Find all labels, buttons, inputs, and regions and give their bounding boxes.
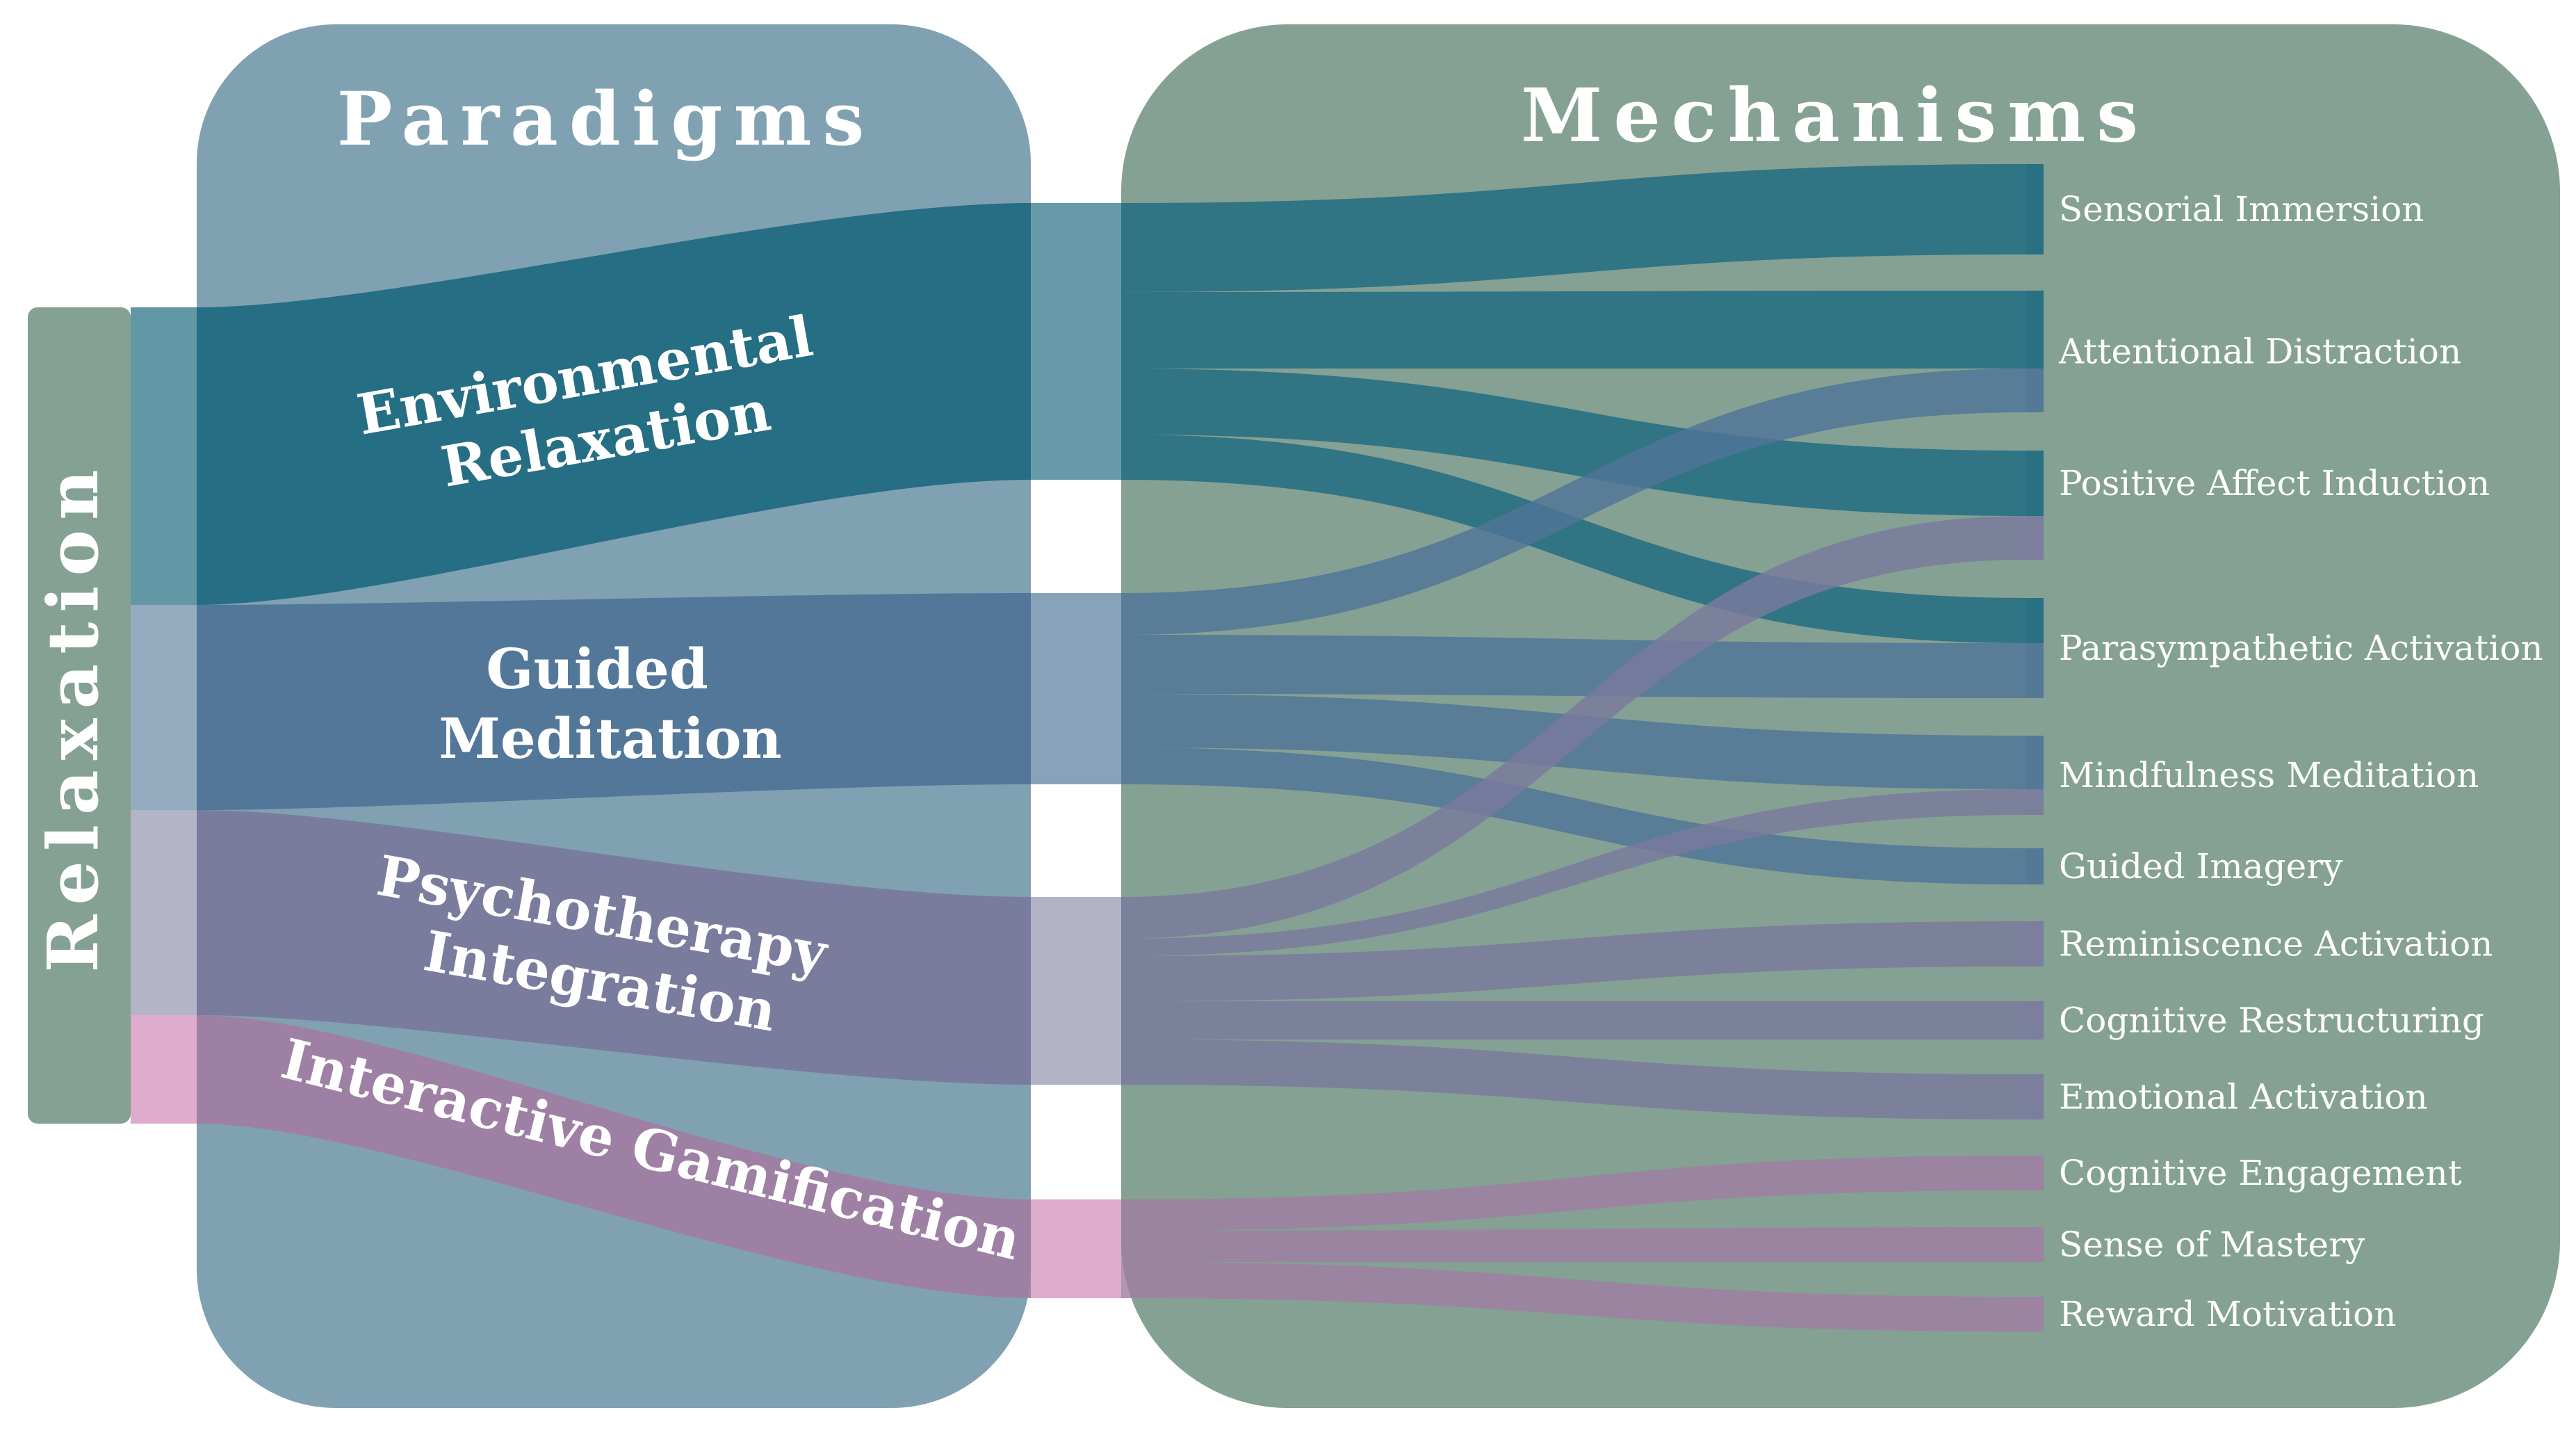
flow-psych-to-emotional bbox=[1121, 1039, 2026, 1119]
mechanism-node-restruct-psych bbox=[2026, 1001, 2044, 1039]
root-connector-gamification bbox=[131, 1015, 197, 1124]
mechanism-label-mastery: Sense of Mastery bbox=[2059, 1224, 2365, 1265]
flow-guided-to-parasym bbox=[1121, 635, 2026, 698]
flow-game-to-engage bbox=[1121, 1156, 2026, 1231]
flow-guided-to-attentional bbox=[1121, 369, 2026, 635]
relaxation-root-bar bbox=[28, 307, 131, 1124]
root-connector-psychotherapy bbox=[131, 810, 197, 1015]
mechanism-node-positive-psych bbox=[2026, 516, 2044, 560]
mechanism-node-mastery-game bbox=[2026, 1227, 2044, 1262]
gap-connector-guided bbox=[1031, 593, 1121, 784]
mechanism-node-sensorial-env bbox=[2026, 164, 2044, 254]
mechanisms-title: Mechanisms bbox=[1521, 72, 2149, 159]
paradigm-node-psychotherapy-integration bbox=[131, 810, 1121, 1085]
flow-psych-to-restruct bbox=[1121, 1001, 2026, 1039]
label-guided-line-1: Guided bbox=[486, 636, 708, 702]
flow-game-to-reward bbox=[1121, 1262, 2026, 1332]
mechanism-node-reward-game bbox=[2026, 1297, 2044, 1332]
relaxation-label: Relaxation bbox=[32, 460, 114, 973]
flow-psych-to-reminisce bbox=[1121, 921, 2026, 1001]
flow-game-to-mastery bbox=[1121, 1227, 2026, 1262]
mechanism-label-parasym: Parasympathetic Activation bbox=[2059, 628, 2543, 668]
gap-connector-environmental bbox=[1031, 203, 1121, 480]
mechanism-label-attentional: Attentional Distraction bbox=[2058, 332, 2461, 372]
mechanism-label-restruct: Cognitive Restructuring bbox=[2059, 1001, 2484, 1041]
label-guided-line-2: Meditation bbox=[439, 706, 781, 771]
mechanism-label-engage: Cognitive Engagement bbox=[2059, 1153, 2462, 1193]
label-guided-meditation: Guided Meditation bbox=[439, 636, 781, 771]
gap-connector-layer bbox=[131, 203, 1121, 1298]
mechanism-label-sensorial: Sensorial Immersion bbox=[2059, 189, 2424, 229]
mechanism-node-layer bbox=[2026, 164, 2044, 1332]
mechanism-label-reminisce: Reminiscence Activation bbox=[2059, 924, 2493, 964]
flow-psych-to-positive bbox=[1121, 516, 2026, 939]
gap-connector-psychotherapy bbox=[1031, 897, 1121, 1085]
mechanism-label-emotional: Emotional Activation bbox=[2059, 1077, 2428, 1117]
mechanism-node-mindful-psych bbox=[2026, 789, 2044, 815]
paradigms-title: Paradigms bbox=[337, 75, 875, 162]
mechanism-node-attentional-env bbox=[2026, 291, 2044, 369]
mechanism-label-imagery: Guided Imagery bbox=[2059, 846, 2343, 887]
flow-env-to-sensorial bbox=[1121, 164, 2026, 292]
flow-guided-to-imagery bbox=[1121, 747, 2026, 884]
mechanism-label-positive: Positive Affect Induction bbox=[2059, 463, 2490, 503]
gap-connector-gamification bbox=[1031, 1199, 1121, 1298]
root-connector-guided bbox=[131, 605, 197, 810]
mechanism-node-parasym-env bbox=[2026, 598, 2044, 643]
paradigm-node-environmental-relaxation bbox=[131, 203, 1121, 605]
mechanism-label-reward: Reward Motivation bbox=[2059, 1294, 2396, 1334]
mechanism-node-imagery-guided bbox=[2026, 848, 2044, 884]
mechanism-label-mindful: Mindfulness Meditation bbox=[2059, 755, 2479, 795]
mechanism-node-parasym-guided bbox=[2026, 643, 2044, 698]
paradigm-node-guided-meditation bbox=[131, 593, 1121, 810]
root-connector-environmental bbox=[131, 307, 197, 605]
paradigm-node-layer bbox=[131, 203, 1121, 1298]
flow-env-to-positive bbox=[1121, 369, 2026, 516]
flow-env-to-attentional bbox=[1121, 291, 2026, 369]
mechanism-node-engage-game bbox=[2026, 1156, 2044, 1190]
mechanism-node-attentional-guided bbox=[2026, 369, 2044, 412]
paradigm-node-interactive-gamification bbox=[131, 1015, 1121, 1298]
flow-layer bbox=[1121, 164, 2026, 1332]
mechanism-node-positive-env bbox=[2026, 451, 2044, 516]
mechanism-node-reminisce-psych bbox=[2026, 921, 2044, 966]
mechanism-node-emotional-psych bbox=[2026, 1074, 2044, 1119]
flow-psych-to-mindful bbox=[1121, 789, 2026, 956]
mechanism-node-mindful-guided bbox=[2026, 736, 2044, 789]
